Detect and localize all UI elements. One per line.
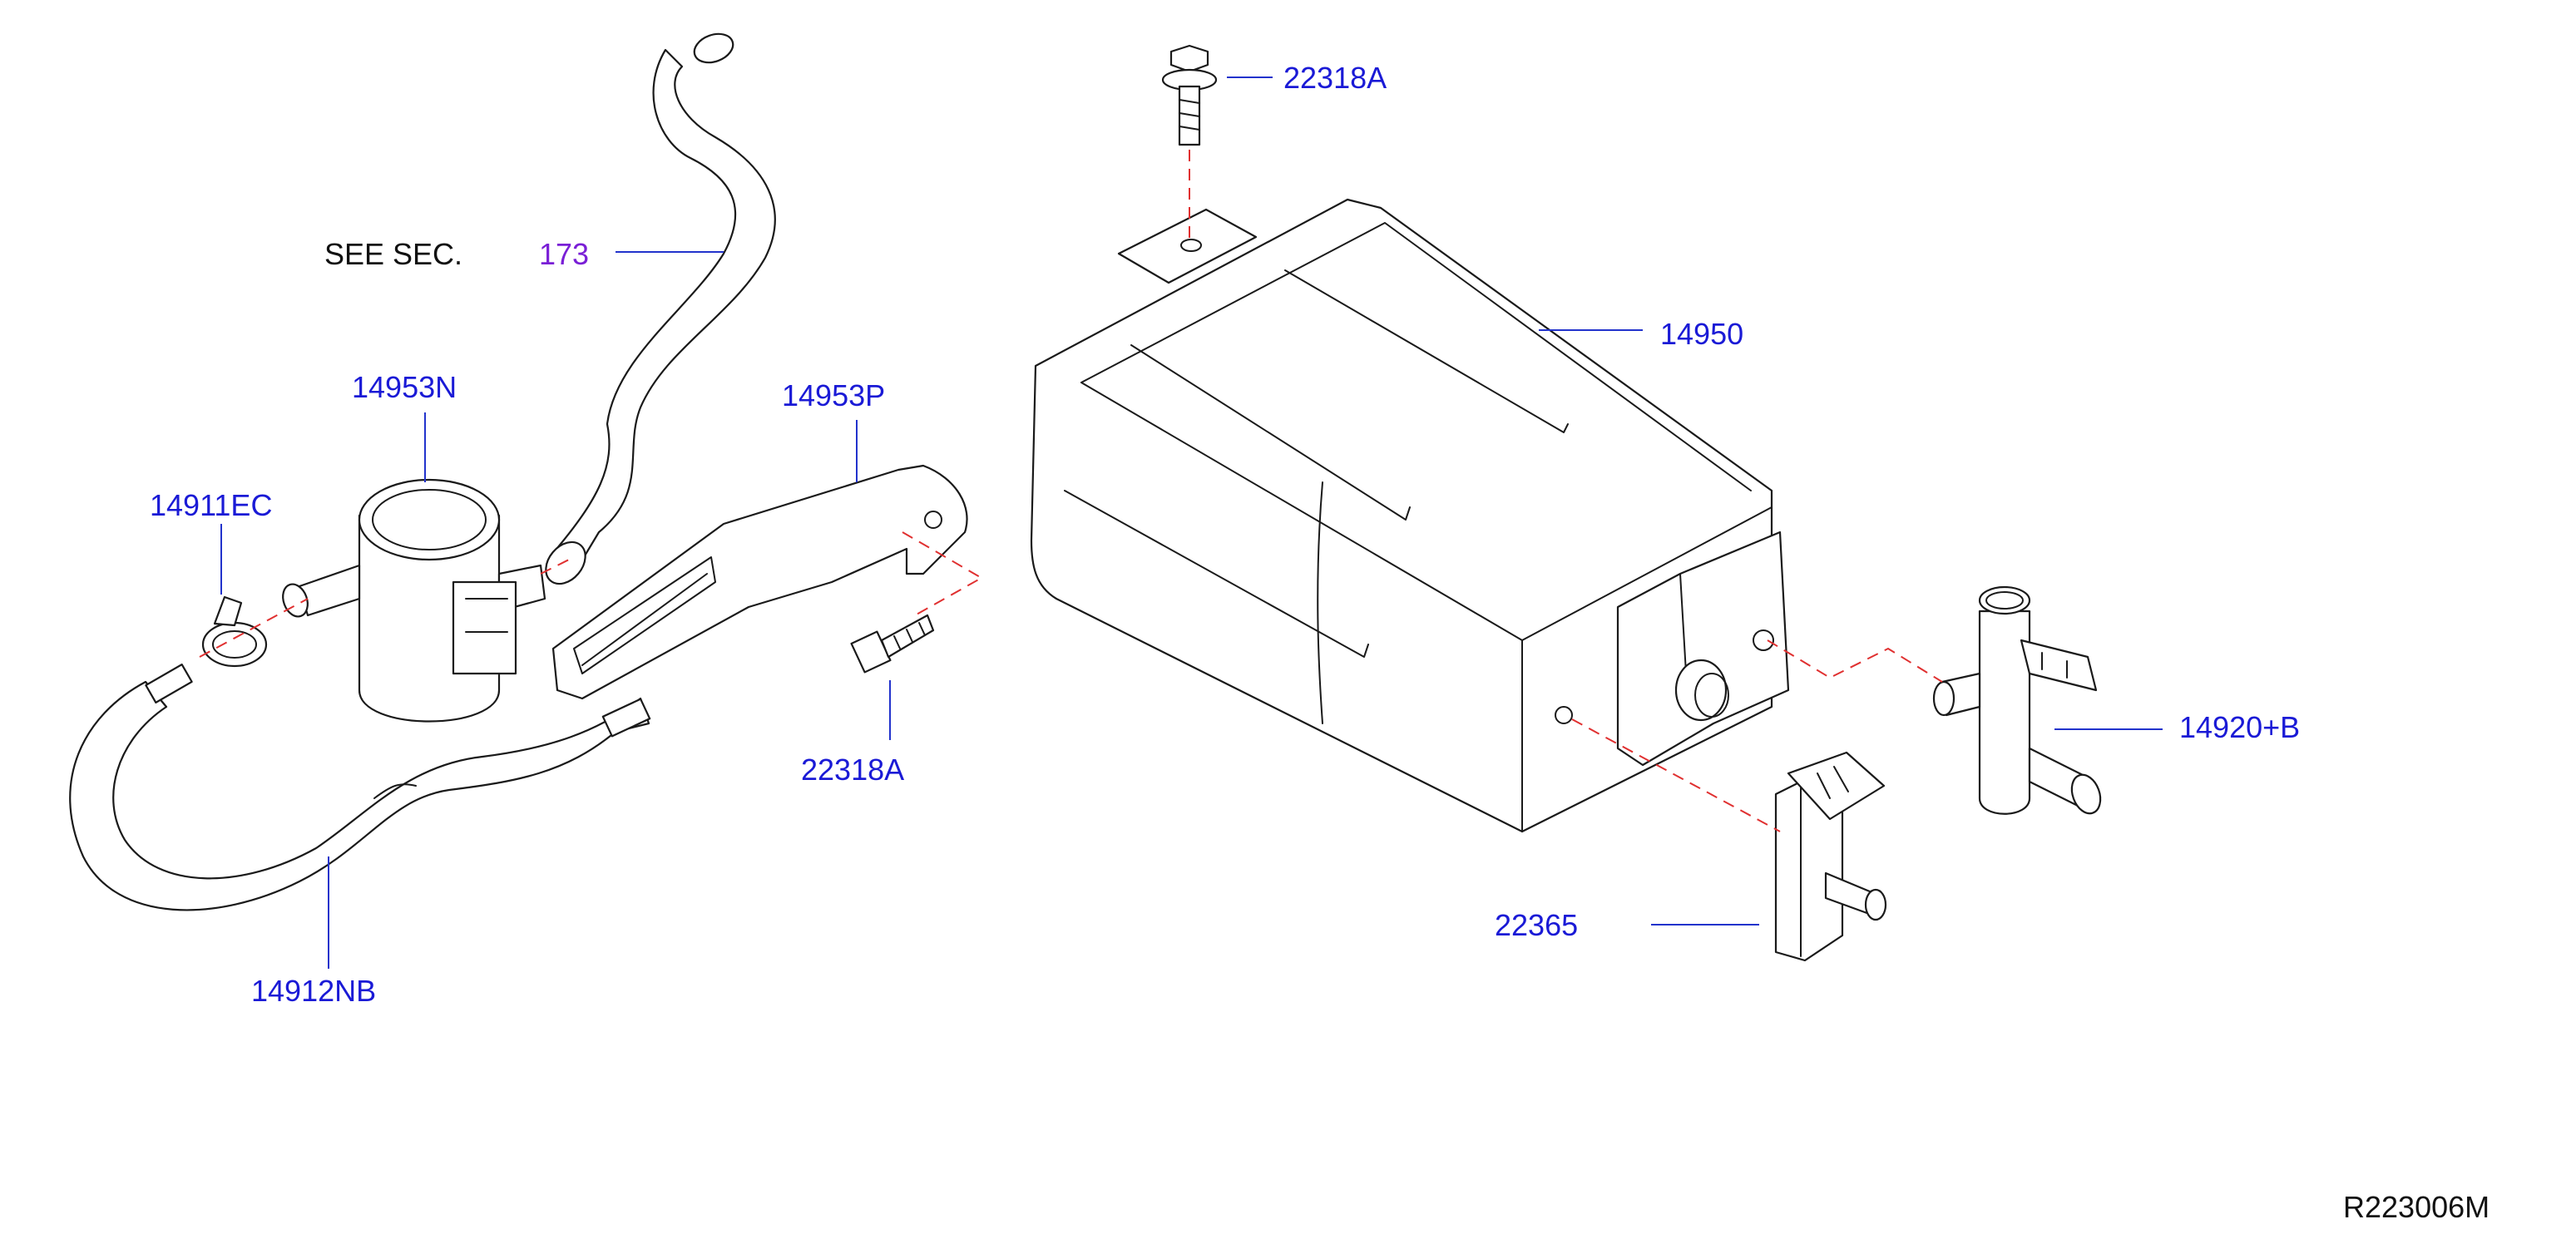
lower-hose-14912nb — [69, 664, 651, 911]
label-bolt-top[interactable]: 22318A — [1283, 61, 1387, 95]
see-section-prefix: SEE SEC. — [324, 237, 462, 271]
label-bolt-bracket[interactable]: 22318A — [801, 753, 904, 787]
labels: SEE SEC. 173 22318A 14950 14953N 14911EC… — [150, 61, 2489, 1224]
label-filter[interactable]: 14953N — [352, 370, 457, 404]
reference-code: R223006M — [2343, 1190, 2489, 1224]
label-sensor[interactable]: 22365 — [1495, 908, 1578, 942]
upper-hose — [545, 32, 776, 585]
bolt-top — [1161, 44, 1218, 146]
canister-14950 — [1030, 198, 1790, 833]
see-section-number[interactable]: 173 — [539, 237, 589, 271]
label-vent-valve[interactable]: 14920+B — [2179, 710, 2300, 744]
label-canister[interactable]: 14950 — [1660, 317, 1743, 351]
label-bracket[interactable]: 14953P — [782, 378, 885, 412]
assembly-dashed-lines — [199, 150, 1943, 832]
label-hose[interactable]: 14912NB — [251, 974, 376, 1008]
vent-valve-14920b — [1932, 585, 2102, 815]
label-clamp[interactable]: 14911EC — [150, 488, 272, 522]
clamp-14911ec — [201, 595, 268, 668]
bolt-bracket — [850, 614, 935, 674]
bracket-14953p — [551, 464, 968, 700]
leader-lines — [220, 77, 2163, 969]
filter-14953n — [282, 478, 546, 723]
sensor-22365 — [1774, 751, 1887, 962]
